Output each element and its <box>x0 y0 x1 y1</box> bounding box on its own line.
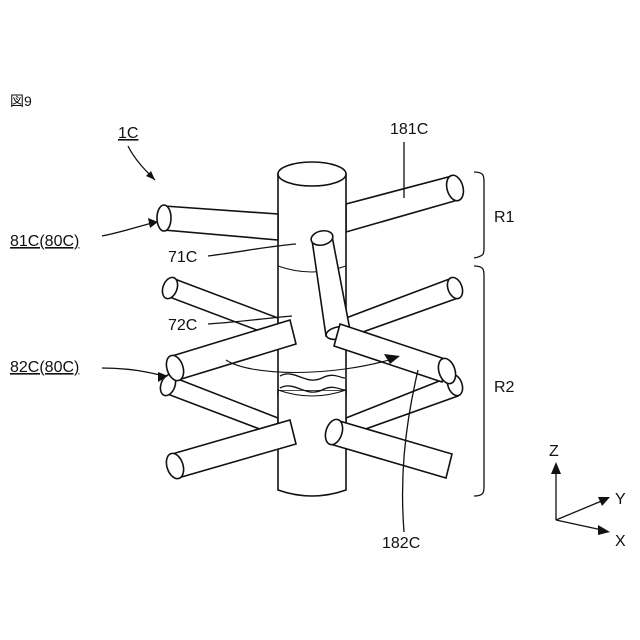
label-r2: R2 <box>494 379 515 396</box>
brace-r1 <box>474 172 484 258</box>
axis-x-label: X <box>615 533 626 550</box>
rod-181c <box>346 173 466 232</box>
rod-r2-upper-back-right <box>346 275 465 338</box>
label-71c: 71C <box>168 249 197 266</box>
brace-r2 <box>474 266 484 496</box>
x-axis-line <box>556 520 602 530</box>
z-axis-arrowhead <box>551 462 561 474</box>
rod-r2-lower-back-left <box>158 372 278 436</box>
shaft-break <box>279 370 345 392</box>
leader-81c <box>102 218 158 236</box>
rod-182c <box>334 324 459 386</box>
axis-z-label: Z <box>549 443 559 460</box>
rod-r2-lower-front-left <box>163 420 296 481</box>
assembly-ref-label: 1C <box>118 125 138 142</box>
label-82c: 82C(80C) <box>10 359 79 376</box>
label-182c: 182C <box>382 535 420 552</box>
label-81c: 81C(80C) <box>10 233 79 250</box>
assembly-ref-arrow <box>128 146 155 180</box>
label-181c: 181C <box>390 121 428 138</box>
label-r1: R1 <box>494 209 515 226</box>
y-axis-line <box>556 500 604 520</box>
figure-label: 図9 <box>10 93 32 109</box>
axis-indicator <box>551 462 610 535</box>
leader-82c <box>102 368 168 382</box>
axis-y-label: Y <box>615 491 626 508</box>
x-axis-arrowhead <box>598 525 610 535</box>
label-72c: 72C <box>168 317 197 334</box>
rod-81c <box>157 205 278 240</box>
